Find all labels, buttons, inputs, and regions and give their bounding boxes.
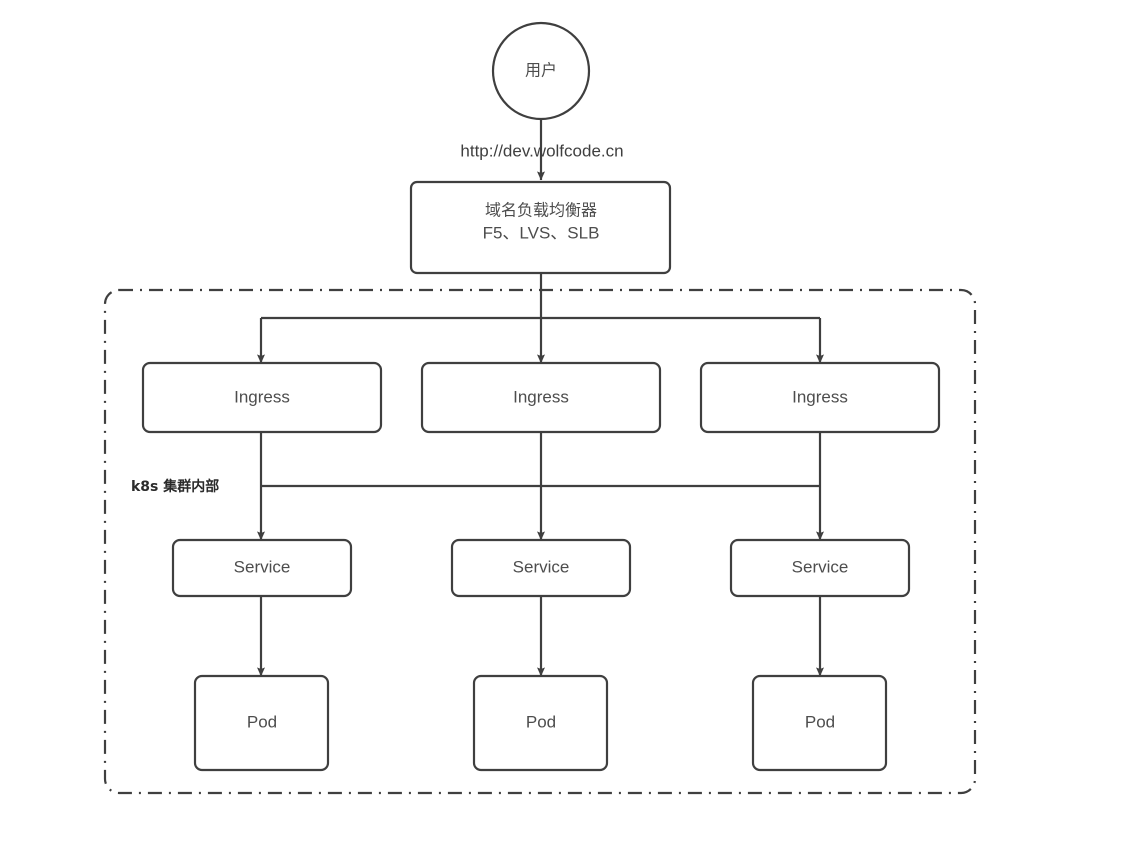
- node-pod-2[interactable]: [472, 674, 609, 772]
- node-service-1[interactable]: [171, 538, 353, 598]
- node-user-label: 用户: [525, 61, 557, 80]
- node-load-balancer-label-line2: F5、LVS、SLB: [483, 223, 600, 242]
- node-ingress-1[interactable]: [141, 361, 383, 434]
- node-ingress-2[interactable]: [420, 361, 662, 434]
- node-load-balancer[interactable]: [409, 180, 672, 275]
- node-ingress-1-label: Ingress: [234, 387, 290, 406]
- node-pod-3-label: Pod: [805, 712, 835, 731]
- node-pod-1[interactable]: [193, 674, 330, 772]
- node-user[interactable]: [491, 21, 591, 121]
- node-ingress-2-label: Ingress: [513, 387, 569, 406]
- node-ingress-3[interactable]: [699, 361, 941, 434]
- node-service-3[interactable]: [729, 538, 911, 598]
- node-ingress-3-label: Ingress: [792, 387, 848, 406]
- node-service-3-label: Service: [792, 557, 849, 576]
- node-service-1-label: Service: [234, 557, 291, 576]
- node-pod-2-label: Pod: [526, 712, 556, 731]
- node-service-2-label: Service: [513, 557, 570, 576]
- node-pod-3[interactable]: [751, 674, 888, 772]
- node-service-2[interactable]: [450, 538, 632, 598]
- edge-label-user-url: http://dev.wolfcode.cn: [460, 141, 623, 160]
- node-pod-1-label: Pod: [247, 712, 277, 731]
- k8s-cluster-label: k8s 集群内部: [131, 478, 219, 495]
- node-load-balancer-label-line1: 域名负载均衡器: [485, 201, 597, 220]
